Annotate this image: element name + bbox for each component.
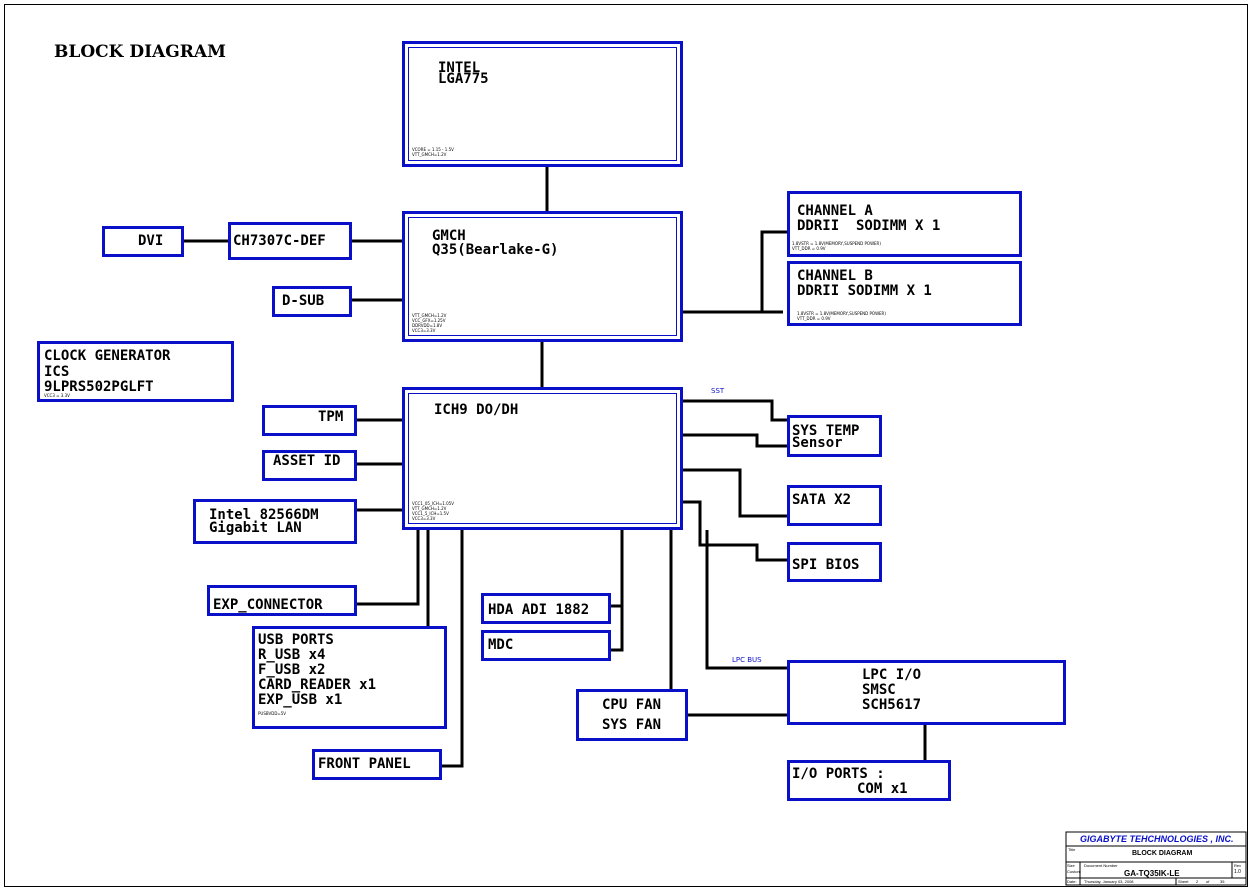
sst-bus-label: SST: [711, 387, 725, 395]
channel-a-block: [787, 191, 1022, 257]
clock-generator-block: [37, 341, 234, 402]
tb-docnum-header: Document Number: [1084, 863, 1118, 868]
clock-label-2: ICS: [44, 364, 70, 380]
tb-size-header: Size: [1067, 863, 1075, 868]
lpc-io-block: [787, 660, 1066, 725]
channel-b-block: [787, 261, 1022, 326]
dsub-label: D-SUB: [282, 293, 325, 309]
tb-sheet: 2: [1196, 879, 1199, 884]
cpu-block: [402, 41, 683, 167]
channel-b-voltage-note: 1.8VSTR = 1.8V(MEMORY,SUSPEND POWER) VTT…: [797, 311, 886, 321]
lpc-bus-label: LPC BUS: [732, 656, 762, 664]
exp-connector-block: [207, 585, 357, 616]
tb-rev: 1.0: [1234, 869, 1241, 875]
dvi-block: [102, 226, 184, 257]
usb-label-4: CARD_READER x1: [258, 677, 377, 693]
ich9-voltage-note: VCC1_05_ICH=1.05V VTT_GMCH=1.2V VCC1_5_I…: [412, 501, 454, 521]
tpm-label: TPM: [318, 409, 344, 425]
tpm-block: [262, 405, 357, 436]
fan-label-1: CPU FAN: [602, 697, 662, 713]
sata-block: [787, 485, 882, 526]
front-panel-block: [312, 749, 442, 780]
wire-ich9-front: [442, 530, 464, 768]
clock-voltage-note: VCC3 = 3.3V: [44, 393, 70, 398]
dvi-label: DVI: [138, 233, 164, 249]
page-border: [4, 4, 1248, 887]
asset-id-block: [262, 450, 357, 481]
lan-label-2: Gigabit LAN: [209, 520, 302, 536]
exp-connector-label: EXP_CONNECTOR: [213, 597, 323, 613]
lpc-io-label-2: SMSC: [862, 682, 896, 698]
cpu-label-1: INTEL: [438, 60, 481, 76]
wire-ich9-exp: [357, 530, 420, 606]
hda-block: [481, 593, 611, 624]
tb-size: Custom: [1067, 869, 1081, 874]
spi-bios-block: [787, 542, 882, 582]
tb-sheet-header: Sheet: [1178, 879, 1189, 884]
channel-b-label-2: DDRII SODIMM X 1: [797, 283, 932, 299]
tb-total: 35: [1220, 879, 1225, 884]
lpc-io-label-1: LPC I/O: [862, 667, 922, 683]
wire-ich9-systemp: [683, 399, 787, 422]
wire-memory-bus: [760, 230, 787, 312]
sys-temp-label-2: Sensor: [792, 435, 843, 451]
tb-of: of: [1206, 879, 1210, 884]
channel-a-label-1: CHANNEL A: [797, 203, 873, 219]
hda-label: HDA ADI 1882: [488, 602, 590, 618]
usb-label-1: USB PORTS: [258, 632, 334, 648]
lan-block: [193, 499, 357, 544]
channel-a-voltage-note: 1.8VSTR = 1.8V(MEMORY,SUSPEND POWER) VTT…: [792, 241, 881, 251]
mdc-block: [481, 630, 611, 661]
tb-title-header: Title: [1068, 847, 1076, 852]
tb-title: BLOCK DIAGRAM: [1132, 850, 1193, 857]
lan-label-1: Intel 82566DM: [209, 507, 319, 523]
wire-ich9-hda: [611, 530, 624, 652]
tb-docnum: GA-TQ35IK-LE: [1124, 869, 1180, 878]
asset-id-label: ASSET ID: [273, 453, 341, 469]
ch7307-label: CH7307C-DEF: [233, 233, 326, 249]
fan-label-2: SYS FAN: [602, 717, 662, 733]
wire-ich9-sata: [683, 468, 787, 518]
gmch-label-2: Q35(Bearlake-G): [432, 242, 559, 258]
front-panel-label: FRONT PANEL: [318, 756, 411, 772]
mdc-label: MDC: [488, 637, 514, 653]
sys-temp-block: [787, 415, 882, 457]
company-name: GIGABYTE TEHCHNOLOGIES , INC.: [1080, 834, 1234, 844]
channel-a-label-2: DDRII SODIMM X 1: [797, 218, 941, 234]
usb-label-2: R_USB x4: [258, 647, 326, 663]
usb-label-5: EXP_USB x1: [258, 692, 343, 708]
channel-b-label-1: CHANNEL B: [797, 268, 873, 284]
clock-label-3: 9LPRS502PGLFT: [44, 379, 154, 395]
sys-temp-label-1: SYS TEMP: [792, 423, 860, 439]
usb-ports-block: [252, 626, 447, 729]
wire-ich9-lpc: [705, 530, 787, 670]
dsub-block: [272, 286, 352, 317]
gmch-block: [402, 211, 683, 342]
io-ports-label-1: I/O PORTS :: [792, 766, 885, 782]
tb-date: Thursday, January 03, 2008: [1084, 879, 1134, 884]
tb-date-header: Date:: [1067, 879, 1077, 884]
usb-label-3: F_USB x2: [258, 662, 326, 678]
gmch-label-1: GMCH: [432, 228, 466, 244]
cpu-voltage-note: VCORE = 1.15 - 1.5V VTT_GMCH=1.2V: [412, 147, 454, 157]
fan-block: [576, 689, 688, 741]
gmch-voltage-note: VTT_GMCH=1.2V VCC_GFX=1.25V DDRVDD=1.8V …: [412, 313, 447, 333]
ch7307-block: [228, 222, 352, 260]
usb-voltage-note: PUSBVDD=5V: [258, 711, 287, 716]
io-ports-block: [787, 760, 951, 801]
sata-label: SATA X2: [792, 492, 852, 508]
page-title: BLOCK DIAGRAM: [54, 42, 226, 62]
clock-label-1: CLOCK GENERATOR: [44, 348, 171, 364]
ich9-label: ICH9 DO/DH: [434, 402, 519, 418]
io-ports-label-2: COM x1: [857, 781, 908, 797]
spi-bios-label: SPI BIOS: [792, 557, 860, 573]
lpc-io-label-3: SCH5617: [862, 697, 922, 713]
cpu-label-2: LGA775: [438, 71, 489, 87]
wire-ich9-systemp2: [683, 433, 787, 448]
tb-rev-header: Rev: [1234, 863, 1242, 868]
ich9-block: [402, 387, 683, 530]
